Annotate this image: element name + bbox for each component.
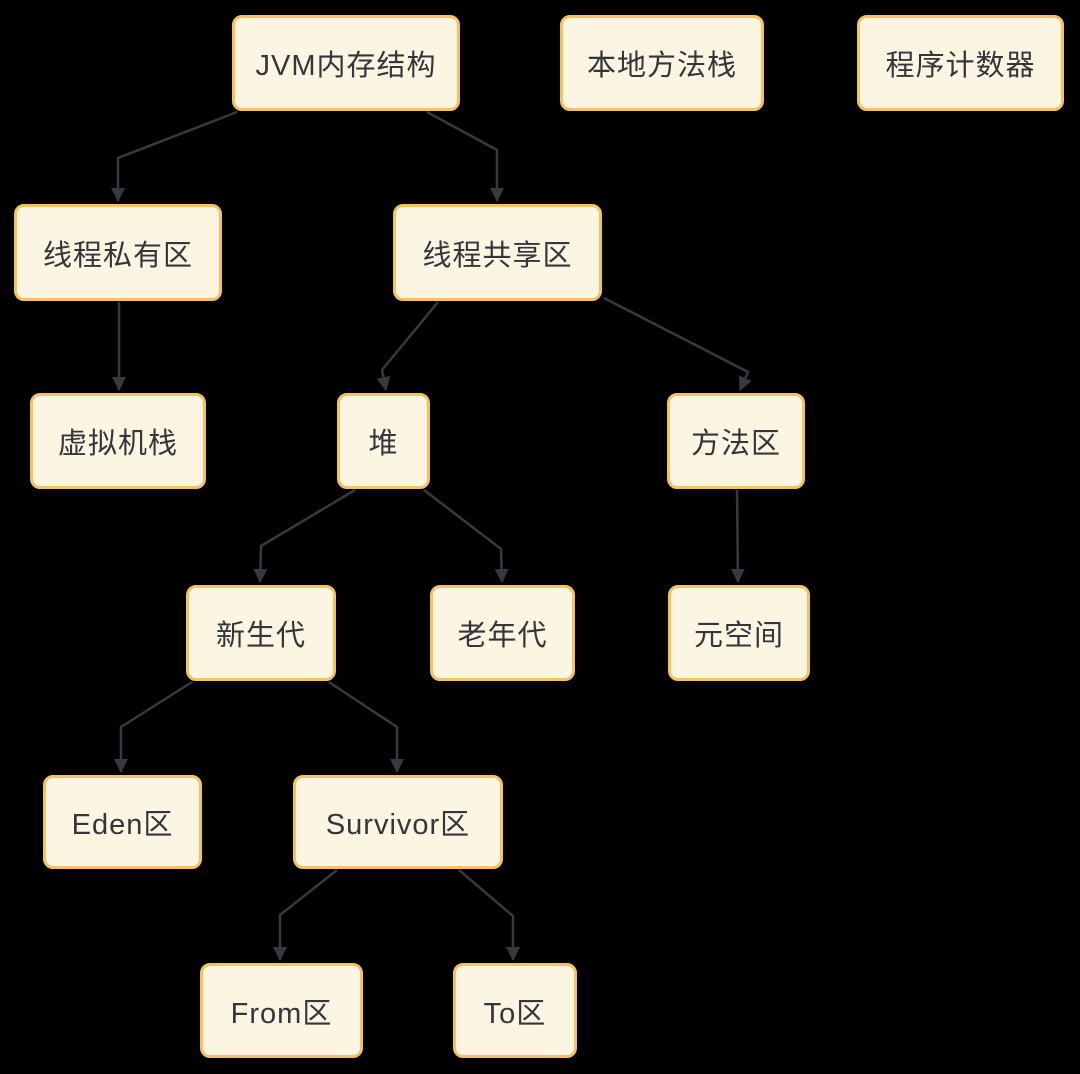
node-heap: 堆 — [337, 393, 430, 489]
node-survivor-area: Survivor区 — [293, 775, 503, 869]
node-thread-private-area: 线程私有区 — [14, 204, 222, 301]
node-old-generation: 老年代 — [430, 585, 575, 681]
node-eden-area: Eden区 — [43, 775, 202, 869]
edge-survivor-to-to — [458, 869, 520, 961]
edge-survivor-to-from — [273, 869, 338, 961]
edge-method-area-to-metaspace — [730, 489, 745, 583]
node-thread-shared-area: 线程共享区 — [393, 204, 602, 301]
node-jvm-memory-structure: JVM内存结构 — [232, 15, 460, 111]
edge-young-gen-to-survivor — [328, 680, 404, 773]
node-young-generation: 新生代 — [186, 585, 336, 681]
edge-jvm-to-thread-shared — [426, 110, 504, 202]
node-program-counter: 程序计数器 — [857, 15, 1064, 111]
node-method-area: 方法区 — [667, 393, 805, 489]
edge-heap-to-young-gen — [253, 488, 356, 583]
node-from-area: From区 — [200, 963, 363, 1058]
edge-jvm-to-thread-private — [111, 110, 238, 202]
edge-heap-to-old-gen — [423, 489, 509, 583]
node-metaspace: 元空间 — [668, 585, 810, 681]
edge-thread-shared-to-method-area — [603, 296, 752, 391]
node-vm-stack: 虚拟机栈 — [30, 393, 206, 489]
node-native-method-stack: 本地方法栈 — [560, 15, 764, 111]
edge-young-gen-to-eden — [114, 680, 193, 773]
edge-thread-shared-to-heap — [376, 301, 439, 391]
node-to-area: To区 — [453, 963, 577, 1058]
